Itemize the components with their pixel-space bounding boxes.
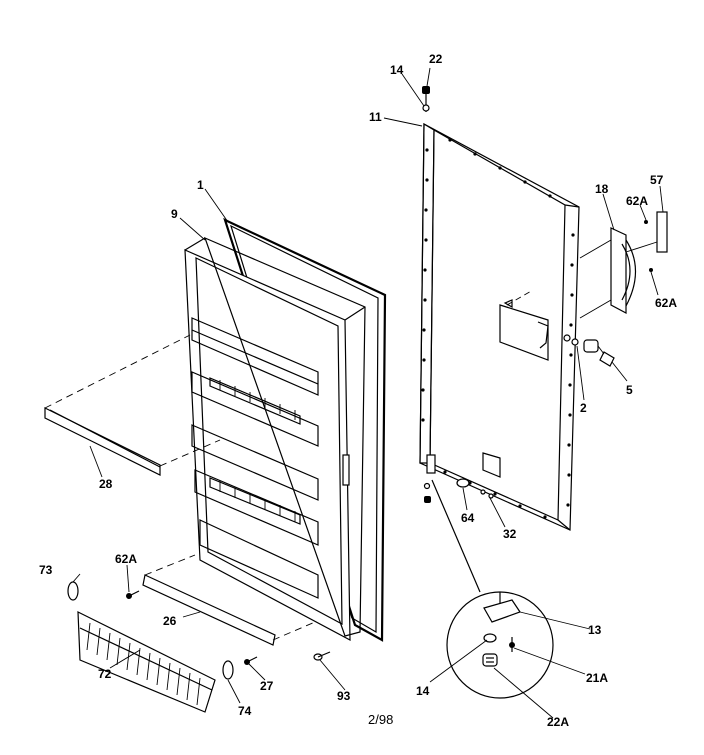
- shelf-2: [194, 469, 319, 546]
- lock-cylinder: [563, 334, 615, 367]
- part-labels: 22 14 11 1 9 18 62A 57 62A 5 2 28 64 32 …: [39, 52, 677, 729]
- grille-slots: [86, 622, 201, 706]
- door-rail-26: [142, 554, 316, 646]
- label-72: 72: [98, 667, 112, 681]
- door-liner: [184, 236, 366, 642]
- label-5: 5: [626, 383, 633, 397]
- grille-72: [67, 581, 234, 713]
- label-1: 1: [197, 178, 204, 192]
- label-62A-c: 62A: [115, 552, 137, 566]
- label-93: 93: [337, 689, 351, 703]
- label-64: 64: [461, 511, 475, 525]
- screws: [126, 590, 331, 665]
- shelf-rail-top: [191, 317, 319, 396]
- label-62A-b: 62A: [655, 296, 677, 310]
- label-14-bot: 14: [416, 684, 430, 698]
- leader-lines: [72, 67, 664, 719]
- label-74: 74: [238, 704, 252, 718]
- door-handle: [579, 211, 668, 319]
- label-62A-a: 62A: [626, 194, 648, 208]
- label-13: 13: [588, 623, 602, 637]
- label-18: 18: [595, 182, 609, 196]
- shelf-rail-mid: [191, 424, 319, 501]
- label-32: 32: [503, 527, 517, 541]
- panel-bottom-hardware: [423, 454, 494, 503]
- label-21A: 21A: [586, 671, 608, 685]
- outer-door-panel: [419, 122, 580, 531]
- label-2: 2: [580, 401, 587, 415]
- shelf-rail-bottom: [199, 519, 319, 599]
- label-73: 73: [39, 563, 53, 577]
- door-rail-28: [44, 334, 221, 476]
- label-9: 9: [171, 207, 178, 221]
- label-26: 26: [163, 614, 177, 628]
- label-57: 57: [650, 173, 664, 187]
- label-11: 11: [369, 110, 382, 124]
- label-27: 27: [260, 679, 274, 693]
- label-22: 22: [429, 52, 443, 66]
- shelf-1: [191, 371, 319, 447]
- page-code: 2/98: [368, 712, 393, 727]
- top-hinge-hardware: [422, 86, 430, 112]
- label-28: 28: [99, 477, 113, 491]
- label-22A: 22A: [547, 715, 569, 729]
- detail-callout: [431, 479, 554, 699]
- label-14-top: 14: [390, 63, 404, 77]
